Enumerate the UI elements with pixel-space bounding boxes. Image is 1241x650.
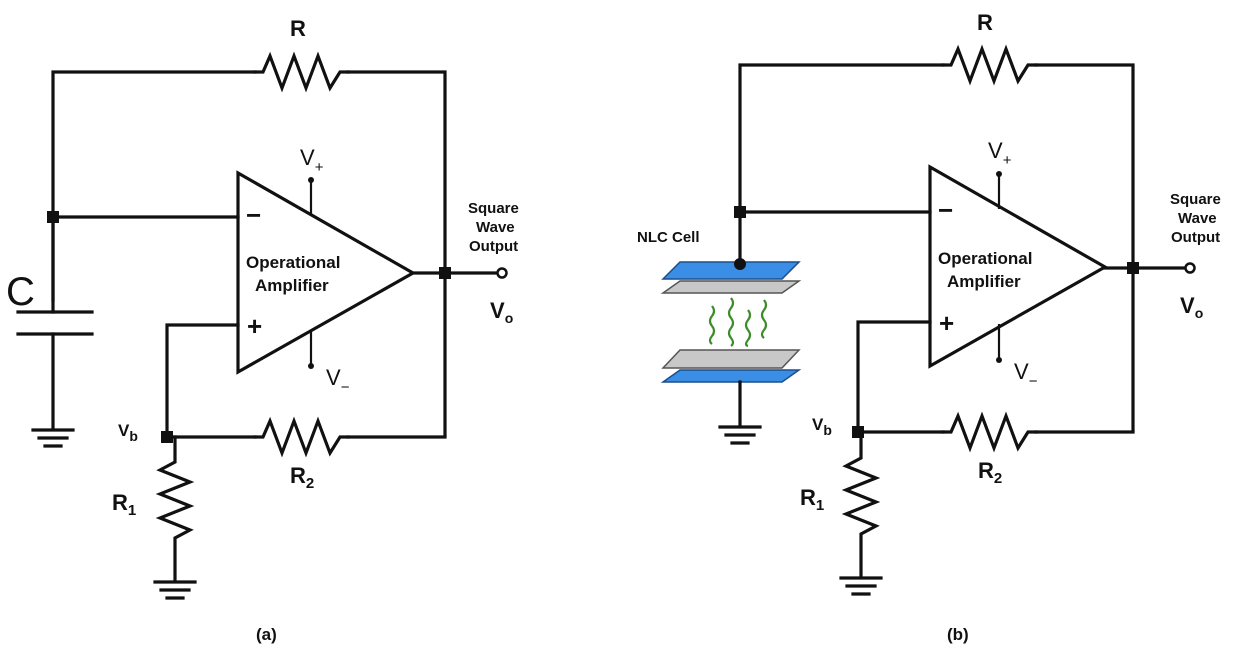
panel-a-feedback-wire-right [346,70,447,437]
panel-b-nlc-top-blue-plate [661,261,801,280]
panel-a-label-vo: Vo [490,298,513,326]
panel-a-resistor-r [253,51,350,93]
panel-a-vplus-dot [308,177,314,183]
panel-a-label-c: C [6,270,35,314]
panel-a-resistor-r2 [253,416,350,458]
panel-a-minus-sign: − [246,200,261,230]
panel-a-output-terminal [496,267,508,279]
panel-b-minus-sign: − [938,195,953,225]
panel-b-label-nlc-cell: NLC Cell [637,229,700,246]
panel-b-ground-icon-nlc [718,425,762,445]
panel-a-vminus-dot [308,363,314,369]
panel-b-node-output [1127,262,1139,274]
panel-b-label-vminus: V− [1014,359,1038,390]
panel-b-output-label-1: Square [1170,191,1221,208]
panel-b-label-r2: R2 [978,458,1002,487]
panel-b-caption: (b) [947,625,969,644]
panel-a: R C − + Operational Amplifier V+ V− Squa… [6,16,519,644]
panel-b-label-r: R [977,10,993,35]
panel-b-nlc-contact-dot [734,258,746,270]
panel-a-node-vb [161,431,173,443]
panel-b-noninverting-input-wire [856,320,932,434]
panel-b-feedback-wire-right [1034,63,1135,432]
panel-b-label-r1: R1 [800,485,824,514]
panel-b: R NLC Cell − + Operational Amplifier V+ … [637,10,1221,644]
panel-b-ground-icon-r1 [839,576,883,596]
panel-a-label-vb: Vb [118,421,138,444]
panel-a-node-output [439,267,451,279]
panel-a-label-vminus: V− [326,365,350,396]
panel-b-nlc-cell-icon [660,258,802,383]
panel-b-opamp-label-2: Amplifier [947,272,1021,291]
panel-a-label-vplus: V+ [300,145,324,176]
panel-b-opamp-label-1: Operational [938,249,1032,268]
panel-a-opamp-label-2: Amplifier [255,276,329,295]
panel-b-resistor-r1 [841,430,881,578]
panel-b-plus-sign: + [939,308,954,338]
panel-b-label-vb: Vb [812,415,832,438]
panel-a-feedback-wire [51,70,257,302]
panel-b-label-vo: Vo [1180,293,1203,321]
panel-b-label-vplus: V+ [988,138,1012,169]
panel-b-output-label-3: Output [1171,229,1220,246]
panel-b-nlc-bottom-gray-plate [661,349,801,369]
panel-b-node-inverting [734,206,746,218]
panel-b-nlc-bottom-blue-plate [660,369,802,383]
panel-b-output-terminal [1184,262,1196,274]
panel-b-nlc-top-gray-plate [660,280,802,294]
panel-a-label-r: R [290,16,306,41]
panel-a-label-r1: R1 [112,490,136,519]
panel-a-noninverting-input-wire [165,323,240,439]
panel-a-caption: (a) [256,625,277,644]
panel-a-ground-icon-r1 [153,580,197,600]
panel-a-plus-sign: + [247,311,262,341]
panel-a-opamp-triangle [236,170,417,375]
panel-a-opamp-label-1: Operational [246,253,340,272]
panel-a-resistor-r1 [155,435,195,582]
panel-b-output-label-2: Wave [1178,210,1217,227]
panel-b-resistor-r2 [941,411,1038,453]
panel-a-output-label-3: Output [469,238,518,255]
panel-b-feedback-wire [738,63,945,264]
panel-b-resistor-r [941,44,1038,86]
panel-a-output-label-2: Wave [476,219,515,236]
panel-b-vminus-dot [996,357,1002,363]
panel-b-vplus-dot [996,171,1002,177]
panel-a-output-label-1: Square [468,200,519,217]
panel-a-node-inverting [47,211,59,223]
panel-a-label-r2: R2 [290,463,314,492]
panel-b-opamp-triangle [928,164,1109,369]
panel-a-ground-icon-capacitor [31,428,75,448]
